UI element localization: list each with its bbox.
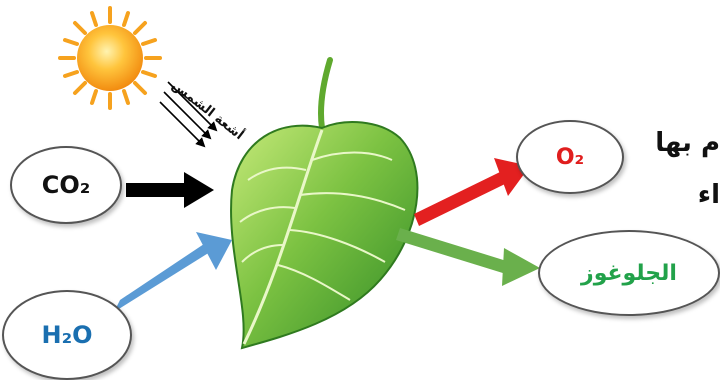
co2-bubble: CO₂ <box>10 146 122 224</box>
h2o-bubble: H₂O <box>2 290 132 380</box>
side-text-line-2: اء <box>698 180 720 210</box>
o2-bubble: O₂ <box>516 120 624 194</box>
leaf-icon <box>231 60 417 348</box>
glucose-label: الجلوغوز <box>581 261 677 286</box>
h2o-arrow <box>114 232 232 312</box>
co2-label: CO₂ <box>42 171 91 199</box>
o2-label: O₂ <box>556 145 584 170</box>
co2-arrow <box>126 172 214 208</box>
h2o-label: H₂O <box>42 321 93 349</box>
sun-icon <box>60 8 160 108</box>
side-text-line-1: م بها <box>655 128 720 158</box>
o2-arrow <box>414 158 530 226</box>
glucose-bubble: الجلوغوز <box>538 230 720 316</box>
glucose-arrow <box>396 228 540 286</box>
